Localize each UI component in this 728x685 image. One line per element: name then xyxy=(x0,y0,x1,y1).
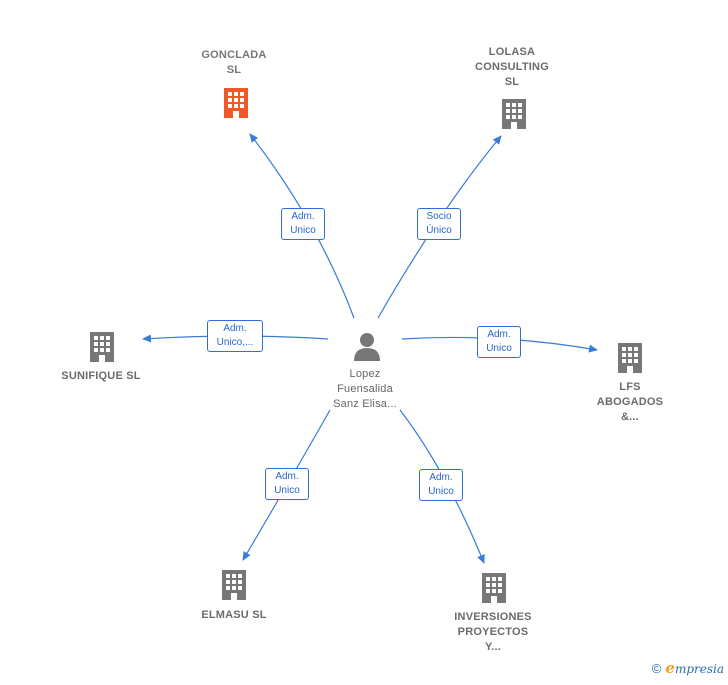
building-icon[interactable] xyxy=(614,341,646,380)
building-icon[interactable] xyxy=(86,330,118,369)
person-icon[interactable] xyxy=(352,331,382,366)
company-sunifique[interactable]: SUNIFIQUE SL xyxy=(61,370,141,382)
relation-label-gonclada: Adm.Unico xyxy=(281,208,325,240)
building-icon[interactable] xyxy=(220,86,252,125)
brand-footer: © empresia xyxy=(652,659,724,677)
company-elmasu[interactable]: ELMASU SL xyxy=(201,609,267,621)
relation-label-lfs: Adm.Unico xyxy=(477,326,521,358)
relation-label-sunifique: Adm.Unico,... xyxy=(207,320,263,352)
building-icon[interactable] xyxy=(218,568,250,607)
copyright-icon: © xyxy=(651,660,662,676)
relation-label-inversiones: Adm.Unico xyxy=(419,469,463,501)
building-icon[interactable] xyxy=(478,571,510,610)
building-icon[interactable] xyxy=(498,97,530,136)
relation-label-elmasu: Adm.Unico xyxy=(265,468,309,500)
brand-logo: empresia xyxy=(665,659,724,677)
